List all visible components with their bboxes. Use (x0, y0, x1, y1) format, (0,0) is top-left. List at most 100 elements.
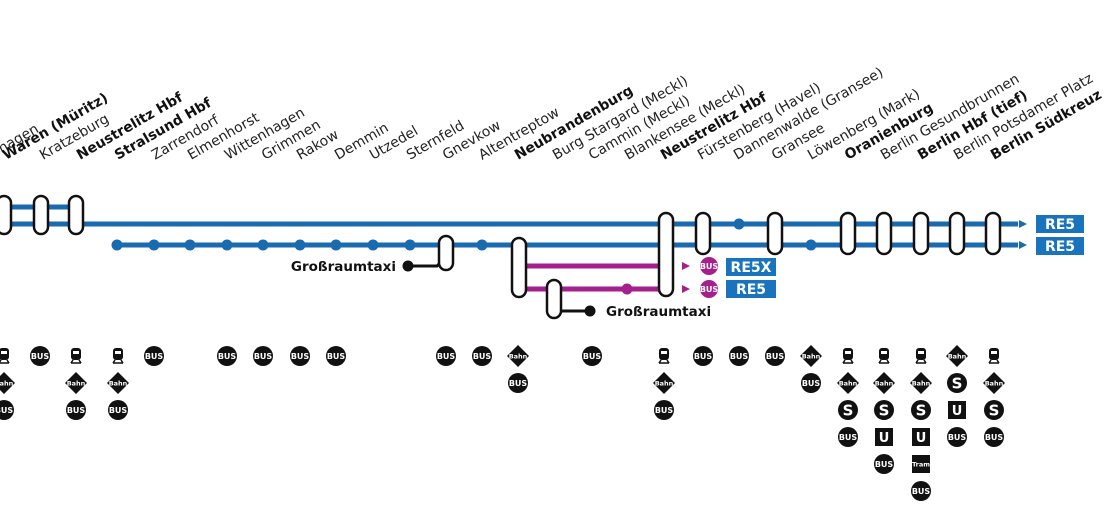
bus-icon: BUS (436, 346, 456, 366)
train-icon (658, 348, 670, 364)
bahn-icon: Bahn (65, 372, 87, 394)
bus-icon-label: BUS (31, 352, 50, 361)
bus-icon: BUS (66, 400, 86, 420)
bus-icon-label: BUS (985, 433, 1004, 442)
bus-icon-label: BUS (802, 379, 821, 388)
bus-icon-label: BUS (583, 352, 602, 361)
bus-icon (700, 257, 718, 275)
bus-icon-label: BUS (473, 352, 492, 361)
arrow-icon (1019, 241, 1027, 249)
bus-icon: BUS (582, 346, 602, 366)
bus-icon-label: BUS (0, 406, 13, 415)
stop-capsule (694, 211, 712, 256)
stop-dot (330, 239, 342, 251)
s-bahn-icon: S (911, 400, 931, 420)
stops (0, 194, 1002, 320)
bus-icon-label: BUS (254, 352, 273, 361)
bahn-icon: Bahn (983, 372, 1005, 394)
bus-icon-label: BUS (145, 352, 164, 361)
s-bahn-icon-label: S (952, 375, 963, 393)
train-icon (112, 348, 124, 364)
bahn-icon: Bahn (873, 372, 895, 394)
arrow-icon (1019, 220, 1027, 228)
bahn-icon-label: Bahn (948, 353, 967, 361)
stop-capsule (510, 236, 528, 299)
bus-icon-label: BUS (694, 352, 713, 361)
stop-capsule (32, 194, 50, 236)
s-bahn-icon: S (947, 373, 967, 393)
s-bahn-icon-label: S (879, 402, 890, 420)
arrow-icon (682, 262, 690, 270)
route-badge-label: RE5X (731, 260, 772, 276)
bus-icon-label: BUS (291, 352, 310, 361)
bahn-icon-label: Bahn (67, 380, 86, 388)
route-badge (726, 280, 776, 298)
train-icon (915, 348, 927, 364)
stop-dot (148, 239, 160, 251)
bahn-icon-label: Bahn (875, 380, 894, 388)
bus-icon: BUS (108, 400, 128, 420)
s-bahn-icon: S (874, 400, 894, 420)
stop-dot (404, 239, 416, 251)
stop-dot (621, 283, 633, 295)
u-bahn-icon-label: U (916, 431, 927, 446)
train-icon (878, 348, 890, 364)
route-badge (1036, 237, 1084, 255)
bahn-icon-label: Bahn (802, 353, 821, 361)
u-bahn-icon-label: U (952, 404, 963, 419)
bahn-icon: Bahn (653, 372, 675, 394)
bus-icon-label: BUS (327, 352, 346, 361)
s-bahn-icon: S (984, 400, 1004, 420)
bus-icon (700, 280, 718, 298)
bus-icon: BUS (30, 346, 50, 366)
bus-icon: BUS (984, 427, 1004, 447)
bus-icon: BUS (838, 427, 858, 447)
bahn-icon: Bahn (837, 372, 859, 394)
bahn-icon: Bahn (800, 345, 822, 367)
stop-dot (805, 239, 817, 251)
bus-icon: BUS (0, 400, 14, 420)
bus-icon: BUS (801, 373, 821, 393)
stop-dot (111, 239, 123, 251)
bahn-icon-label: Bahn (0, 380, 14, 388)
bahn-icon-label: Bahn (109, 380, 128, 388)
route-badge (1036, 215, 1084, 233)
route-badge-label: RE5 (1045, 217, 1075, 233)
stop-capsule (766, 211, 784, 256)
taxi-label: Großraumtaxi (291, 259, 396, 275)
stop-capsule (948, 211, 966, 256)
u-bahn-icon: U (875, 428, 893, 446)
bus-icon: BUS (508, 373, 528, 393)
stop-dot (257, 239, 269, 251)
bus-icon: BUS (326, 346, 346, 366)
train-icon (842, 348, 854, 364)
bus-icon-label: BUS (730, 352, 749, 361)
bus-icon: BUS (144, 346, 164, 366)
bus-icon-label: BUS (766, 352, 785, 361)
bus-icon-label: BUS (218, 352, 237, 361)
stop-dot (367, 239, 379, 251)
train-icon (0, 348, 10, 364)
arrow-icon (682, 285, 690, 293)
bus-icon-label: BUS (509, 379, 528, 388)
bus-icon: BUS (472, 346, 492, 366)
bahn-icon: Bahn (507, 345, 529, 367)
bus-icon: BUS (290, 346, 310, 366)
taxi-dot (584, 305, 596, 317)
bahn-icon: Bahn (910, 372, 932, 394)
tram-icon-label: Tram (912, 461, 930, 469)
bus-icon-label: BUS (839, 433, 858, 442)
bus-icon-label: BUS (875, 460, 894, 469)
bus-icon-label: BUS (109, 406, 128, 415)
stop-dot (184, 239, 196, 251)
route-lines (0, 204, 1018, 313)
bus-icon-label: BUS (912, 487, 931, 496)
bus-icon-label: BUS (655, 406, 674, 415)
bus-icon-label: BUS (948, 433, 967, 442)
bahn-icon-label: Bahn (985, 380, 1004, 388)
route-badge-label: RE5 (736, 282, 766, 298)
